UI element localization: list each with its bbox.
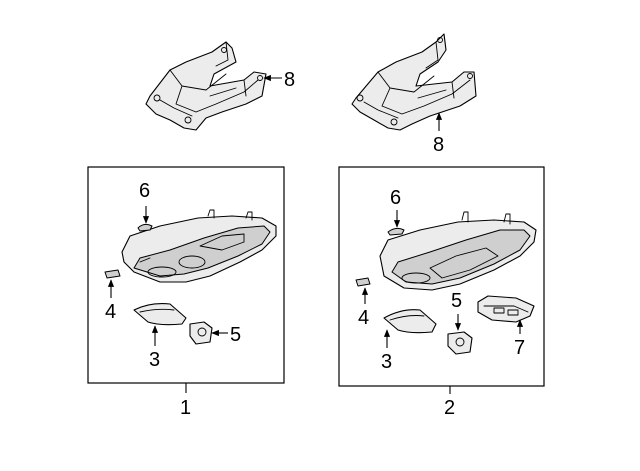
socket-right xyxy=(447,331,473,355)
lens-left xyxy=(133,303,187,326)
callout-bracket-left: 8 xyxy=(284,69,295,91)
lens-right xyxy=(383,309,437,334)
callout-right-lens: 3 xyxy=(381,351,392,373)
bracket-right xyxy=(351,33,477,131)
screw-right xyxy=(387,227,405,236)
socket-left xyxy=(189,321,213,345)
callout-right-screw: 6 xyxy=(390,187,401,209)
bulb-right xyxy=(355,277,371,287)
bracket-left xyxy=(145,41,267,131)
callout-right-bulb: 4 xyxy=(358,307,369,329)
callout-left-lens: 3 xyxy=(149,349,160,371)
console-right xyxy=(379,211,537,291)
console-left xyxy=(121,209,277,283)
screw-left xyxy=(137,223,153,232)
assembly-right-box xyxy=(338,166,545,387)
callout-assembly-left: 1 xyxy=(180,397,191,419)
callout-bracket-right: 8 xyxy=(433,134,444,156)
callout-assembly-right: 2 xyxy=(444,397,455,419)
callout-right-socket: 5 xyxy=(451,290,462,312)
callout-left-screw: 6 xyxy=(139,180,150,202)
callout-left-socket: 5 xyxy=(230,324,241,346)
bulb-left xyxy=(104,269,121,279)
callout-right-lamp: 7 xyxy=(514,337,525,359)
callout-left-bulb: 4 xyxy=(105,301,116,323)
lamp-right xyxy=(477,295,535,323)
